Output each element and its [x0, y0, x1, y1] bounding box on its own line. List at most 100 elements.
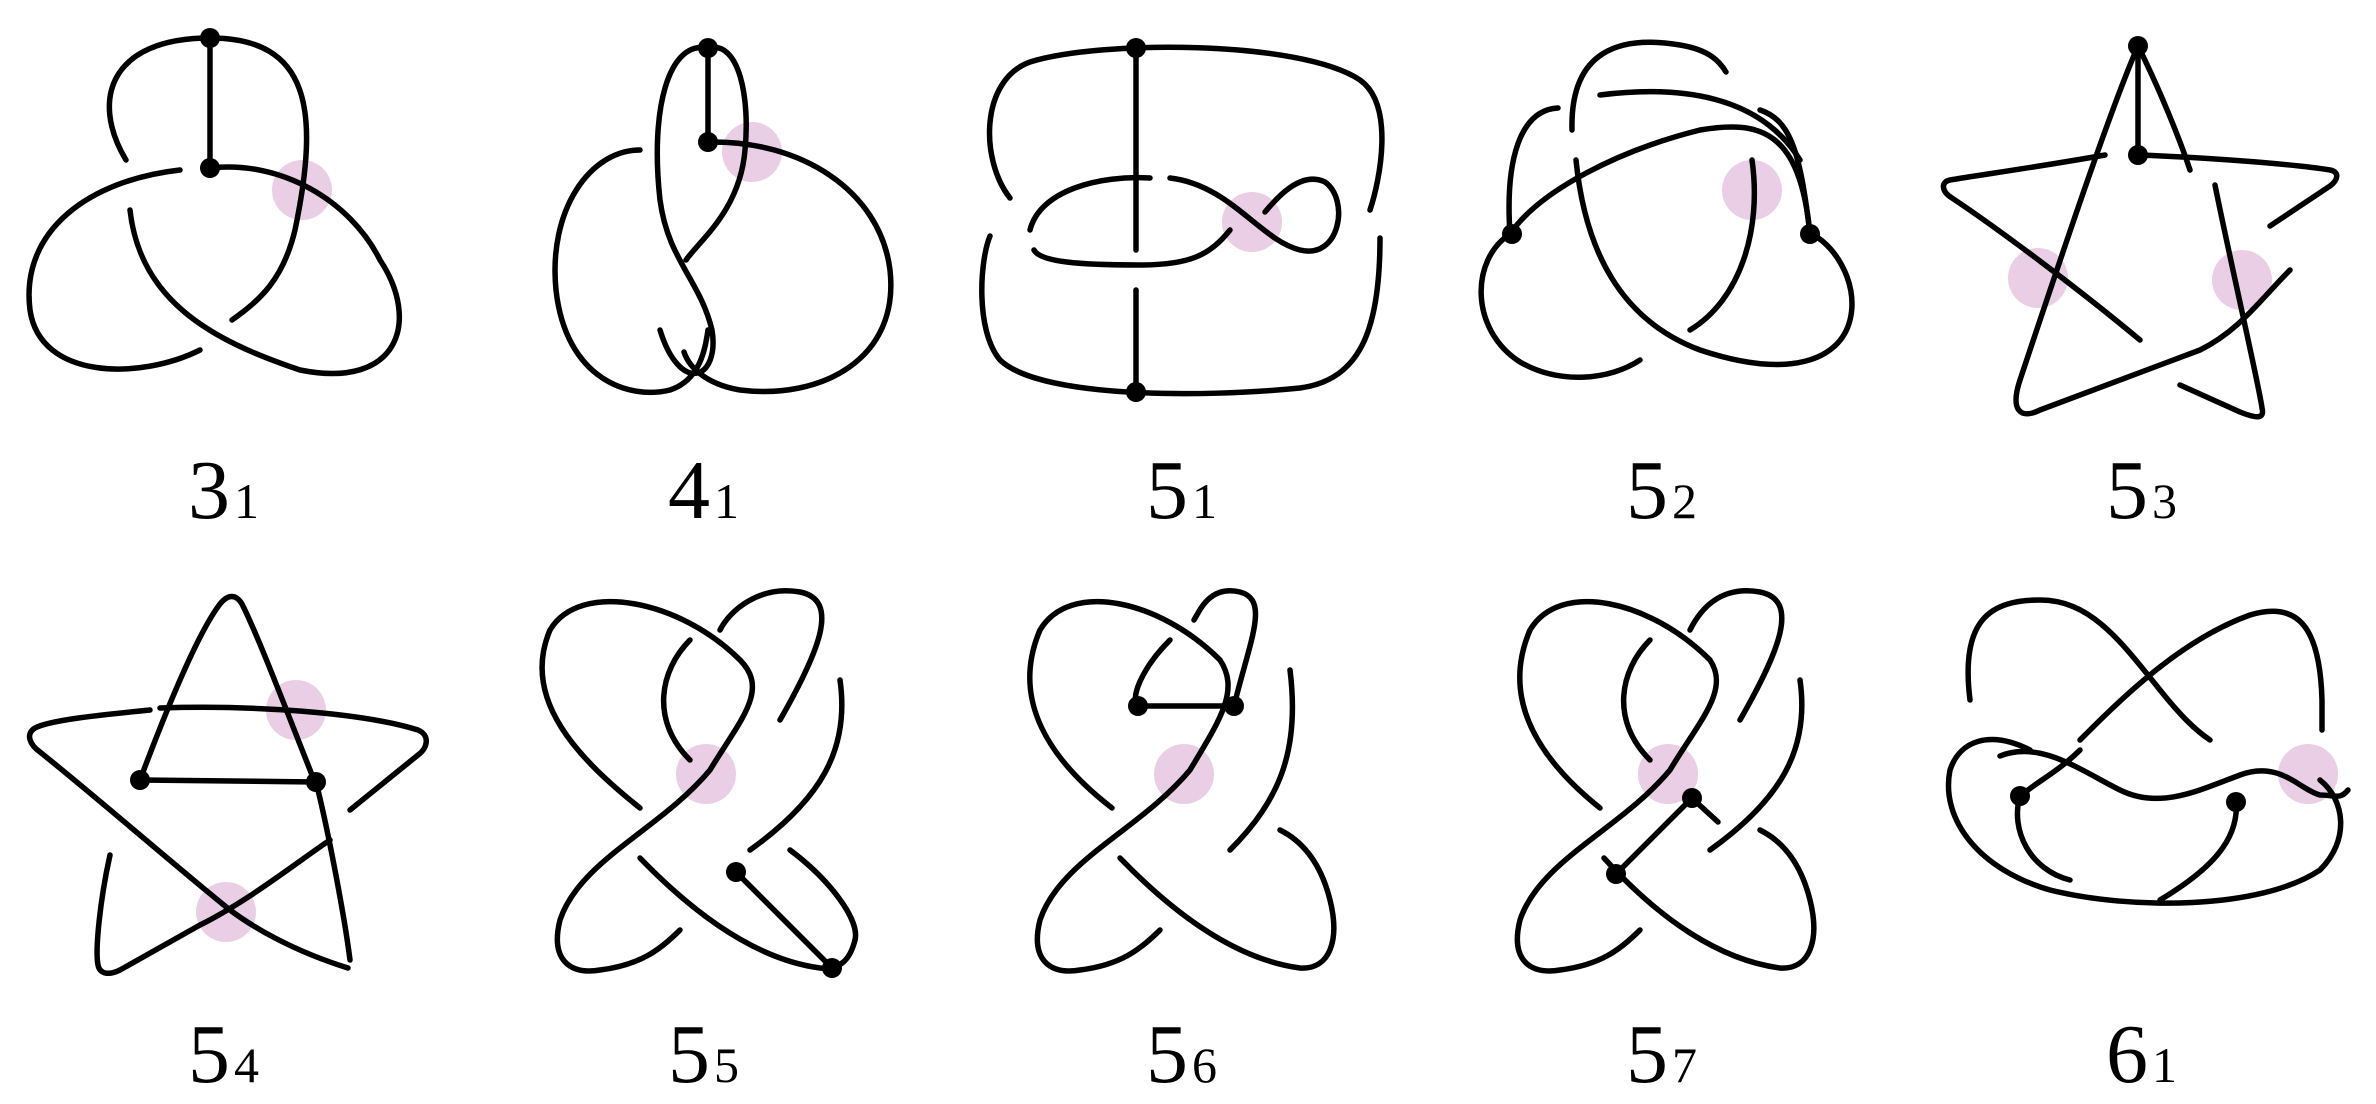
label-sub: 2 [1672, 473, 1697, 529]
knot-strand [1707, 677, 1805, 853]
knot-strand [654, 44, 716, 377]
label-main: 5 [1626, 444, 1668, 537]
knot-strand [1687, 157, 1758, 333]
highlight-marker [2212, 250, 2272, 310]
knot-strand [683, 44, 749, 263]
knot-strand [1027, 598, 1231, 974]
knot-strand [1597, 88, 1803, 163]
knot-label-5-1: 5 1 [1146, 444, 1217, 537]
label-main: 5 [1146, 1008, 1188, 1101]
knot-strand [681, 139, 894, 395]
knot-3-1 [26, 28, 403, 377]
knot-label-6-1: 6 1 [2106, 1008, 2177, 1101]
knot-label-5-3: 5 3 [2106, 444, 2177, 537]
knot-5-2 [1478, 39, 1855, 380]
vertex-dot [698, 38, 718, 58]
highlight-marker [722, 122, 782, 182]
label-main: 3 [188, 444, 230, 537]
highlight-marker [2278, 744, 2338, 804]
knot-strand [26, 707, 351, 971]
knot-strand [1573, 157, 1855, 368]
vertex-dot [698, 132, 718, 152]
label-sub: 5 [714, 1037, 739, 1093]
knot-strand [1478, 231, 1643, 380]
vertex-dot [2010, 786, 2030, 806]
vertex-dot [1126, 382, 1146, 402]
knot-strand [2177, 182, 2266, 420]
knot-6-1 [1945, 597, 2351, 906]
vertex-dot [1800, 224, 1820, 244]
label-main: 4 [668, 444, 710, 537]
knot-strand [1757, 107, 1813, 237]
label-sub: 7 [1672, 1037, 1697, 1093]
knot-strand [2135, 152, 2340, 229]
knot-strand [2013, 43, 2293, 417]
knot-strand [94, 837, 333, 976]
label-main: 6 [2106, 1008, 2148, 1101]
vertex-dot [1682, 788, 1702, 808]
knot-label-5-6: 5 6 [1146, 1008, 1217, 1101]
knot-label-5-7: 5 7 [1626, 1008, 1697, 1101]
vertex-dot [306, 772, 326, 792]
knot-strand [1227, 667, 1296, 853]
knot-strand [2157, 797, 2240, 903]
label-sub: 1 [234, 473, 259, 529]
knot-strand [637, 855, 858, 971]
knot-strand [1997, 748, 2351, 802]
knot-strand [717, 588, 825, 723]
knot-strand [979, 233, 1383, 397]
knot-strand [552, 147, 711, 396]
label-sub: 6 [1192, 1037, 1217, 1093]
knot-strand [1191, 588, 1259, 709]
label-sub: 1 [1192, 473, 1217, 529]
vertex-dot [2128, 36, 2148, 56]
knot-5-6 [1027, 588, 1337, 974]
knot-strand [1514, 598, 1720, 974]
vertex-dot [2226, 792, 2246, 812]
knot-strand [1620, 637, 1653, 763]
vertex-dot [200, 28, 220, 48]
label-sub: 4 [234, 1037, 259, 1093]
knot-5-7 [1514, 588, 1817, 974]
vertex-dot [1606, 864, 1626, 884]
label-sub: 1 [2152, 1037, 2177, 1093]
vertex-dot [130, 770, 150, 790]
vertex-dot [2128, 145, 2148, 165]
knot-strand [137, 777, 319, 785]
knot-strand [157, 704, 429, 813]
vertex-dot [200, 158, 220, 178]
knot-strand [2014, 793, 2073, 883]
vertex-dot [1224, 696, 1244, 716]
knot-strand [1031, 227, 1233, 268]
knot-strand [733, 869, 835, 971]
knot-5-4 [26, 593, 429, 976]
knot-5-5 [539, 588, 859, 978]
label-sub: 1 [714, 473, 739, 529]
knot-label-3-1: 3 1 [188, 444, 259, 537]
knot-strand [787, 847, 859, 943]
label-main: 5 [1626, 1008, 1668, 1101]
knot-strand [986, 44, 1385, 213]
knot-strand [106, 35, 310, 323]
vertex-dot [726, 862, 746, 882]
vertex-dot [1502, 224, 1522, 244]
knot-5-3 [1940, 36, 2340, 420]
knot-strand [1601, 827, 1817, 971]
knot-strand [1117, 827, 1337, 971]
knot-strand [1940, 152, 2143, 343]
vertex-dot [822, 958, 842, 978]
vertex-dot [1128, 696, 1148, 716]
knot-4-1 [552, 38, 894, 396]
knot-label-5-4: 5 4 [188, 1008, 259, 1101]
knot-5-1 [979, 38, 1385, 402]
knot-strand [26, 167, 203, 372]
knot-strand [539, 598, 755, 974]
knot-strand [2077, 608, 2325, 743]
knot-strand [1965, 597, 2213, 743]
knot-strand [1507, 124, 1813, 237]
knot-strand [1132, 637, 1173, 709]
knot-strand [127, 164, 403, 377]
label-main: 5 [668, 1008, 710, 1101]
knot-strand [1506, 105, 1561, 237]
label-main: 5 [188, 1008, 230, 1101]
